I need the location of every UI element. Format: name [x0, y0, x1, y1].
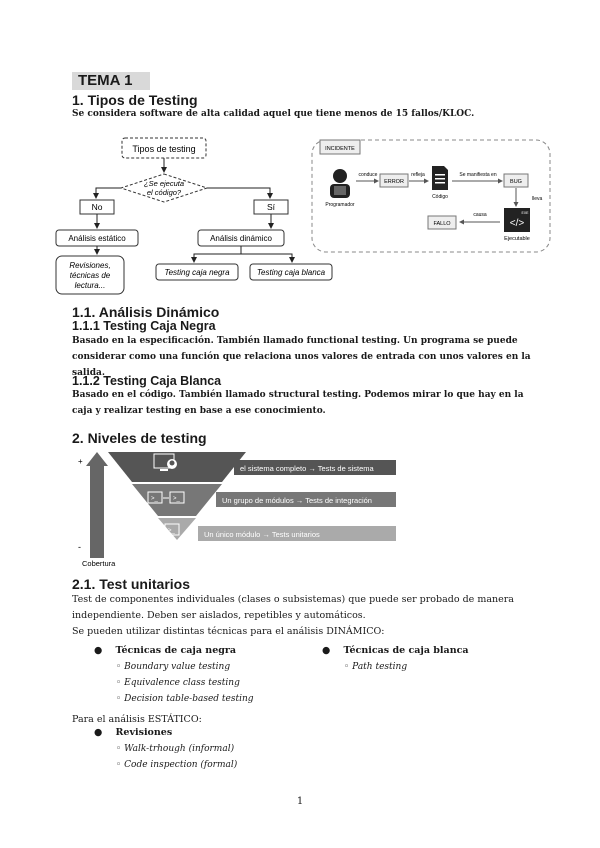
pyramid-level-unitario	[158, 518, 196, 540]
level-unitario-label: Un único módulo → Tests unitarios	[204, 530, 320, 539]
defect-process-diagram: INCIDENTE Programador conduce ERROR refl…	[311, 139, 551, 253]
lleva-label: lleva	[532, 196, 543, 202]
caja-negra-box	[155, 263, 239, 281]
list-item: ◦ Walk-trhough (informal)	[116, 744, 235, 754]
list-caja-blanca: ● Técnicas de caja blanca ◦ Path testing	[322, 643, 469, 675]
error-label: ERROR	[384, 179, 404, 185]
programador-label: Programador	[325, 202, 355, 208]
caja-negra-label: Testing caja negra	[164, 268, 230, 277]
codigo-label: Código	[432, 194, 448, 200]
plus-sign: +	[78, 457, 83, 466]
si-label: Sí	[267, 202, 276, 212]
decision-line2: el código?	[147, 188, 182, 197]
svg-text:>_: >_	[173, 496, 181, 502]
bullet: ●	[94, 727, 103, 738]
level-integracion-label: Un grupo de módulos → Tests de integraci…	[222, 496, 372, 505]
no-label: No	[92, 202, 103, 212]
caja-blanca-box	[249, 263, 333, 281]
se-manifiesta-label: Se manifiesta en	[459, 172, 496, 178]
list-item: ◦ Path testing	[344, 662, 408, 672]
bug-label: BUG	[510, 179, 522, 185]
list-item: ◦ Equivalence class testing	[116, 678, 240, 688]
minus-sign: -	[78, 542, 81, 552]
caja-blanca-label: Testing caja blanca	[257, 268, 326, 277]
section-heading-tipos: 1. Tipos de Testing	[72, 92, 198, 108]
subheading-caja-blanca: 1.1.2 Testing Caja Blanca	[72, 374, 222, 388]
fallo-label: FALLO	[433, 221, 451, 227]
section-heading-niveles: 2. Niveles de testing	[72, 430, 207, 446]
paragraph-estatico: Para el análisis ESTÁTICO:	[72, 714, 202, 725]
module-icon: >_	[164, 523, 180, 536]
conduce-label: conduce	[359, 172, 378, 178]
caja-negra-title: Técnicas de caja negra	[115, 645, 237, 656]
subheading-caja-negra: 1.1.1 Testing Caja Negra	[72, 319, 216, 333]
exe-label: EXE	[521, 211, 529, 215]
level-integracion-box	[216, 492, 396, 507]
list-item-caja-negra-title: ● Técnicas de caja negra	[94, 643, 254, 659]
revisiones-line2: técnicas de	[70, 271, 111, 280]
causa-label: causa	[473, 212, 487, 218]
paragraph-unitarios: Test de componentes individuales (clases…	[72, 594, 514, 621]
decision-line1: ¿Se ejecuta	[144, 179, 184, 188]
document-title: TEMA 1	[72, 72, 150, 90]
bullet: ●	[322, 645, 331, 656]
module-group-icon: >_ >_	[147, 491, 185, 504]
decision-diamond	[119, 173, 209, 203]
incidente-label: INCIDENTE	[325, 146, 355, 152]
tipos-label: Tipos de testing	[132, 144, 195, 154]
list-item-revisiones-title: ● Revisiones	[94, 725, 237, 741]
level-sistema-label: el sistema completo → Tests de sistema	[240, 464, 374, 473]
list-item: ◦ Boundary value testing	[116, 662, 231, 672]
bullet: ●	[94, 645, 103, 656]
testing-levels-pyramid: + - Cobertura >_ >_ >_ el sistema comple…	[78, 452, 396, 568]
estatico-label: Análisis estático	[68, 234, 126, 243]
page-number: 1	[296, 796, 304, 807]
revisiones-title: Revisiones	[115, 727, 173, 738]
testing-types-flowchart: Tipos de testing ¿Se ejecuta el código? …	[55, 137, 333, 295]
paragraph-tecnicas-dinamico: Se pueden utilizar distintas técnicas pa…	[72, 626, 385, 637]
refleja-label: refleja	[411, 172, 425, 178]
list-item: ◦ Code inspection (formal)	[116, 760, 238, 770]
svg-text:</>: </>	[510, 218, 525, 229]
document-icon	[432, 166, 448, 190]
caja-blanca-title: Técnicas de caja blanca	[343, 645, 469, 656]
revisiones-box	[55, 255, 125, 295]
section-heading-dinamico: 1.1. Análisis Dinámico	[72, 304, 220, 320]
level-unitario-box	[198, 526, 396, 541]
list-caja-negra: ● Técnicas de caja negra ◦ Boundary valu…	[94, 643, 254, 707]
svg-text:>_: >_	[151, 496, 159, 502]
fallo-box	[427, 215, 457, 230]
revisiones-line1: Revisiones,	[69, 261, 110, 270]
level-sistema-box	[234, 460, 396, 475]
paragraph-caja-blanca: Basado en el código. También llamado str…	[72, 390, 524, 416]
section-heading-unitarios: 2.1. Test unitarios	[72, 576, 190, 592]
dinamico-label: Análisis dinámico	[210, 234, 272, 243]
list-revisiones: ● Revisiones ◦ Walk-trhough (informal) ◦…	[94, 725, 237, 773]
svg-text:>_: >_	[168, 528, 176, 534]
executable-icon: </> EXE	[504, 208, 530, 232]
pyramid-level-sistema	[108, 452, 246, 482]
error-box	[379, 173, 409, 188]
paragraph-caja-negra: Basado en la especificación. También lla…	[72, 336, 531, 378]
programmer-icon	[330, 169, 350, 198]
system-icon	[153, 453, 177, 471]
bug-box	[503, 173, 529, 188]
intro-paragraph: Se considera software de alta calidad aq…	[72, 109, 475, 119]
cobertura-label: Cobertura	[82, 559, 116, 568]
revisiones-line3: lectura...	[75, 281, 106, 290]
incidente-box	[319, 139, 361, 155]
list-item: ◦ Decision table-based testing	[116, 694, 254, 704]
ejecutable-label: Ejecutable	[504, 236, 530, 242]
list-item-caja-blanca-title: ● Técnicas de caja blanca	[322, 643, 469, 659]
